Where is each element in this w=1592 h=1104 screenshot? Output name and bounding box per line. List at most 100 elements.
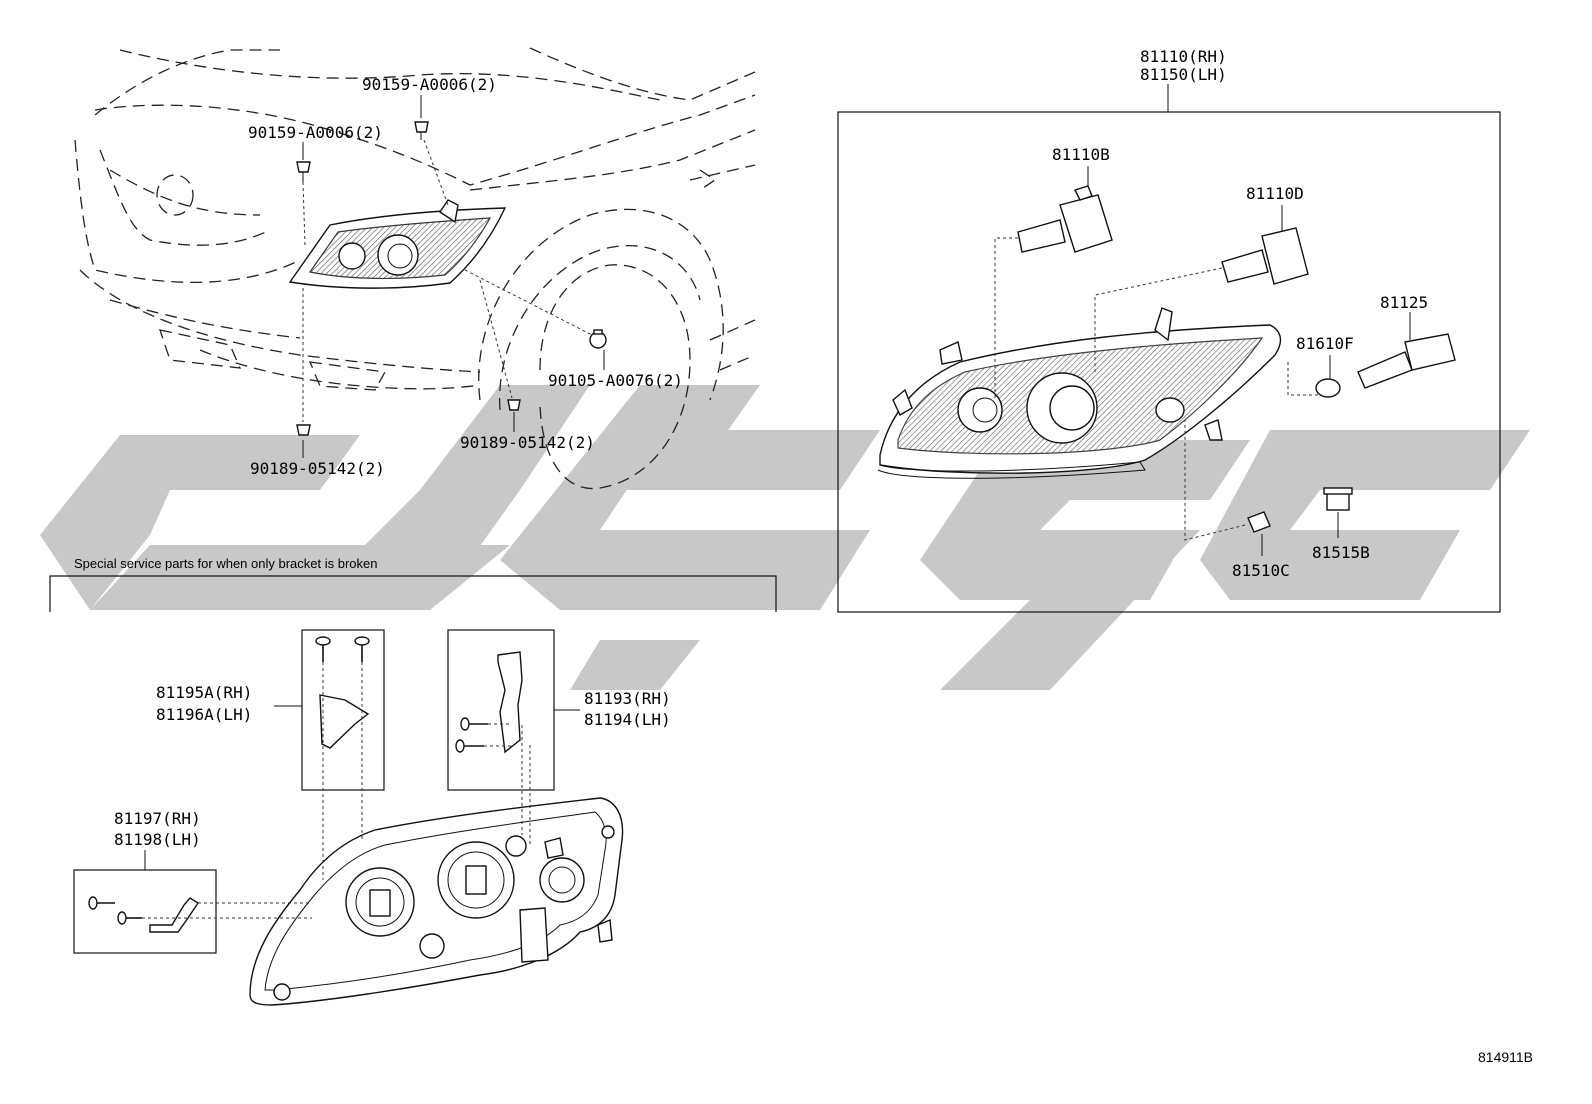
rear-adjuster [419, 933, 445, 959]
screw-icon [315, 636, 331, 662]
headlamp-reflector-inner [972, 397, 998, 423]
clip-icon [296, 424, 311, 436]
headlamp-bottom [877, 461, 1146, 479]
clip-icon [507, 399, 521, 411]
headlamp-reflector [957, 387, 1003, 433]
car-emblem [156, 174, 194, 216]
wheel-arch [478, 208, 724, 401]
headlamp-tab [1204, 419, 1223, 441]
car-grille [99, 149, 271, 246]
car-fender [469, 129, 756, 191]
rear-lamp-connector [369, 889, 391, 917]
rear-lamp-socket [539, 857, 585, 903]
car-hood-line [94, 94, 756, 186]
car-windshield [529, 47, 756, 101]
rear-mount-hole [273, 983, 291, 1001]
part-label-81110b: 81110B [1052, 145, 1110, 164]
brackets-title: Special service parts for when only brac… [74, 556, 377, 571]
socket-small-icon [1323, 487, 1353, 511]
watermark-stroke [40, 435, 360, 610]
assembly-frame [837, 111, 1501, 613]
leader-line [1287, 360, 1318, 396]
part-label-81198: 81198(LH) [114, 830, 201, 849]
watermark-stroke [300, 385, 590, 610]
part-label-90159a: 90159-A0006(2) [362, 75, 497, 94]
clip-icon [414, 121, 429, 140]
rear-tab [597, 918, 613, 943]
part-label-81195a: 81195A(RH) [156, 683, 252, 702]
car-fender-crease [699, 169, 717, 191]
assembly-header-rh: 81110(RH) [1140, 47, 1227, 66]
part-label-81194: 81194(LH) [584, 710, 671, 729]
bracket-side-part [497, 651, 523, 754]
rear-adjuster [505, 835, 527, 857]
car-front-view: 90159-A0006(2) 90159-A0006(2) 90105-A007… [74, 47, 756, 490]
car-foglamp-r [308, 361, 387, 391]
headlamp-mount [939, 341, 963, 365]
watermark-stroke [570, 640, 700, 690]
rear-connector [519, 907, 549, 963]
part-label-81110d: 81110D [1246, 184, 1304, 203]
part-label-81196a: 81196A(LH) [156, 705, 252, 724]
part-label-81510c: 81510C [1232, 561, 1290, 580]
screw-icon [354, 636, 370, 662]
rear-lamp-socket-inner [355, 877, 405, 927]
car-lower-grille [199, 349, 481, 390]
headlamp-side-lens [1155, 397, 1185, 423]
wheel-arch-inner [499, 245, 701, 411]
leader-line [423, 139, 449, 206]
car-side-line [709, 319, 756, 341]
headlamp-tab [1154, 307, 1173, 342]
rear-lamp-connector [465, 865, 487, 895]
rear-vent [544, 837, 564, 859]
part-label-81193: 81193(RH) [584, 689, 671, 708]
leader-line [994, 237, 1018, 400]
leader-line [1184, 420, 1246, 541]
part-label-81610f: 81610F [1296, 334, 1354, 353]
leader-line [1094, 267, 1223, 375]
car-foglamp [159, 329, 242, 369]
screw-icon [455, 739, 484, 753]
car-headlamp-lens2 [338, 242, 366, 270]
part-label-81125: 81125 [1380, 293, 1428, 312]
car-grille [74, 139, 301, 283]
car-headlamp-bracket [439, 199, 459, 224]
leader-line [479, 279, 513, 399]
bulb-small-icon [1247, 511, 1271, 533]
rear-mount-hole [601, 825, 615, 839]
screw-icon [460, 717, 488, 731]
rear-lamp-socket-inner [447, 851, 505, 909]
leader-line [464, 269, 593, 336]
screw-icon [117, 911, 142, 925]
car-hood-outline [119, 49, 661, 101]
watermark-stroke [580, 430, 880, 490]
car-bumper [109, 299, 301, 339]
wheel [539, 264, 691, 490]
part-label-90159b: 90159-A0006(2) [248, 123, 383, 142]
car-grille [109, 169, 261, 216]
bulb-hi-icon [1017, 185, 1113, 253]
bracket-box-upper [301, 629, 385, 791]
bulb-lo-icon [1221, 227, 1309, 285]
part-label-81515b: 81515B [1312, 543, 1370, 562]
watermark-logo [40, 385, 1530, 690]
part-label-81197: 81197(RH) [114, 809, 201, 828]
car-hood-outline [94, 49, 280, 116]
bulb-side-icon [1315, 378, 1341, 398]
bracket-box-lower [73, 869, 217, 954]
part-label-90189b: 90189-05142(2) [250, 459, 385, 478]
car-fender-line [689, 164, 756, 181]
car-side-line [719, 354, 756, 371]
leader-line [302, 181, 306, 246]
headlamp-assembly-panel: 81110(RH) 81150(LH) [837, 47, 1501, 613]
part-label-90189a: 90189-05142(2) [460, 433, 595, 452]
rear-lamp-socket-inner [548, 866, 576, 894]
bracket-upper-part [319, 694, 370, 749]
car-bumper [79, 269, 481, 373]
part-label-90105: 90105-A0076(2) [548, 371, 683, 390]
service-brackets-panel: Special service parts for when only brac… [49, 556, 777, 1006]
socket-icon [1357, 333, 1456, 389]
headlamp-tab [892, 388, 913, 416]
screw-icon [88, 896, 115, 910]
